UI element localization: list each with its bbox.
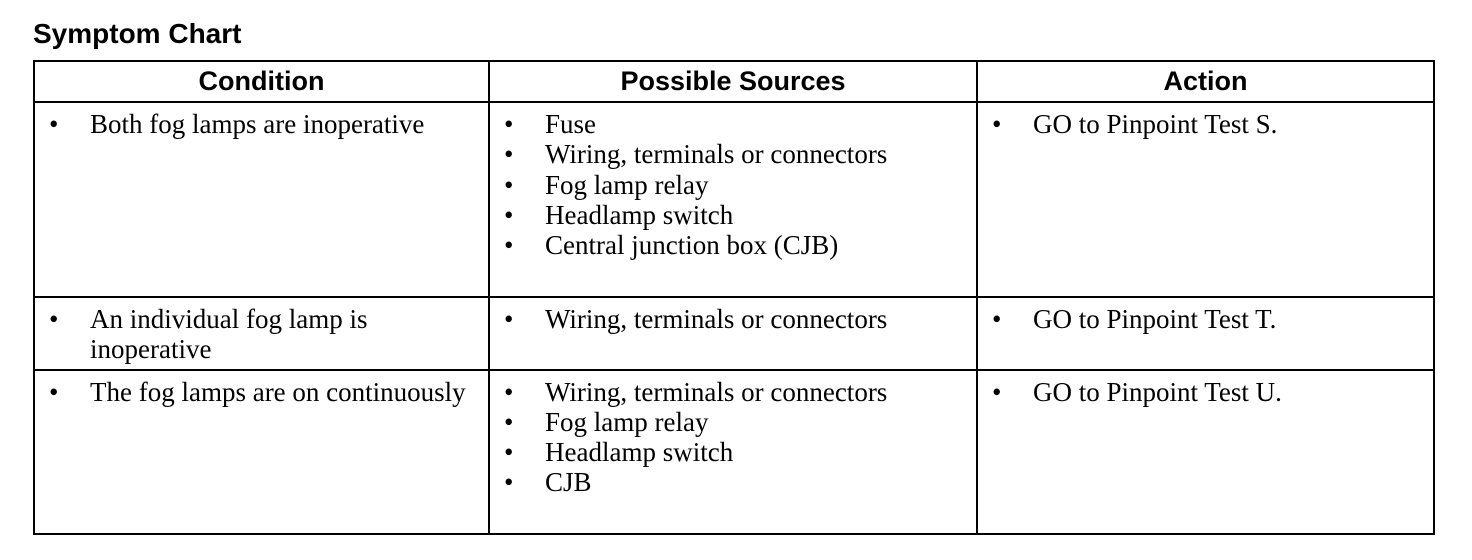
list-item: • Wiring, terminals or connectors: [502, 139, 968, 169]
list-item: • CJB: [502, 467, 968, 497]
action-cell: • GO to Pinpoint Test S.: [976, 101, 1435, 298]
action-text: GO to Pinpoint Test U.: [1033, 376, 1282, 407]
list-item: • Fog lamp relay: [502, 407, 968, 437]
list-item: • GO to Pinpoint Test T.: [990, 304, 1425, 334]
bullet-icon: •: [992, 109, 1002, 139]
bullet-icon: •: [504, 230, 514, 261]
bullet-icon: •: [992, 304, 1002, 334]
source-text: Wiring, terminals or connectors: [545, 139, 888, 170]
source-text: Fog lamp relay: [545, 169, 709, 200]
table-row: • An individual fog lamp is inoperative •…: [33, 296, 1435, 371]
bullet-icon: •: [504, 109, 514, 139]
header-action: Action: [976, 60, 1435, 103]
bullet-icon: •: [504, 169, 514, 200]
source-text: Wiring, terminals or connectors: [545, 304, 888, 334]
bullet-icon: •: [49, 109, 59, 139]
list-item: • Both fog lamps are inoperative: [47, 109, 480, 139]
source-text: Headlamp switch: [545, 437, 734, 468]
bullet-icon: •: [49, 376, 59, 407]
bullet-icon: •: [504, 199, 514, 230]
source-text: Wiring, terminals or connectors: [545, 376, 888, 407]
list-item: • An individual fog lamp is inoperative: [47, 304, 480, 365]
condition-cell: • An individual fog lamp is inoperative: [33, 296, 490, 371]
list-item: • Central junction box (CJB): [502, 230, 968, 260]
source-text: Fog lamp relay: [545, 406, 709, 437]
list-item: • Wiring, terminals or connectors: [502, 304, 968, 334]
bullet-icon: •: [504, 406, 514, 437]
symptom-table: Condition Possible Sources Action • Both …: [33, 60, 1435, 535]
table-row: • The fog lamps are on continuously • Wiri…: [33, 368, 1435, 535]
bullet-icon: •: [504, 467, 514, 498]
bullet-icon: •: [504, 437, 514, 468]
source-text: Central junction box (CJB): [545, 230, 839, 261]
source-text: CJB: [545, 467, 592, 498]
list-item: • GO to Pinpoint Test U.: [990, 377, 1425, 407]
sources-cell: • Fuse • Wiring, terminals or connectors •…: [488, 101, 978, 298]
source-text: Fuse: [545, 109, 597, 139]
chart-title: Symptom Chart: [33, 18, 242, 49]
list-item: • Headlamp switch: [502, 437, 968, 467]
condition-cell: • The fog lamps are on continuously: [33, 368, 490, 535]
bullet-icon: •: [504, 376, 514, 407]
sources-cell: • Wiring, terminals or connectors: [488, 296, 978, 371]
condition-text: An individual fog lamp is inoperative: [90, 304, 368, 365]
bullet-icon: •: [49, 304, 59, 334]
header-row: Condition Possible Sources Action: [33, 60, 1435, 103]
action-cell: • GO to Pinpoint Test T.: [976, 296, 1435, 371]
table-row: • Both fog lamps are inoperative • Fuse • W…: [33, 101, 1435, 298]
condition-cell: • Both fog lamps are inoperative: [33, 101, 490, 298]
condition-text: Both fog lamps are inoperative: [90, 109, 425, 139]
header-possible-sources: Possible Sources: [488, 60, 978, 103]
action-text: GO to Pinpoint Test S.: [1033, 109, 1278, 139]
list-item: • GO to Pinpoint Test S.: [990, 109, 1425, 139]
list-item: • Wiring, terminals or connectors: [502, 377, 968, 407]
action-text: GO to Pinpoint Test T.: [1033, 304, 1277, 334]
action-cell: • GO to Pinpoint Test U.: [976, 368, 1435, 535]
bullet-icon: •: [992, 376, 1002, 407]
sources-cell: • Wiring, terminals or connectors • Fog la…: [488, 368, 978, 535]
list-item: • The fog lamps are on continuously: [47, 377, 480, 407]
bullet-icon: •: [504, 139, 514, 170]
list-item: • Headlamp switch: [502, 200, 968, 230]
condition-text: The fog lamps are on continuously: [90, 376, 466, 407]
header-condition: Condition: [33, 60, 490, 103]
list-item: • Fuse: [502, 109, 968, 139]
source-text: Headlamp switch: [545, 199, 734, 230]
bullet-icon: •: [504, 304, 514, 334]
list-item: • Fog lamp relay: [502, 170, 968, 200]
